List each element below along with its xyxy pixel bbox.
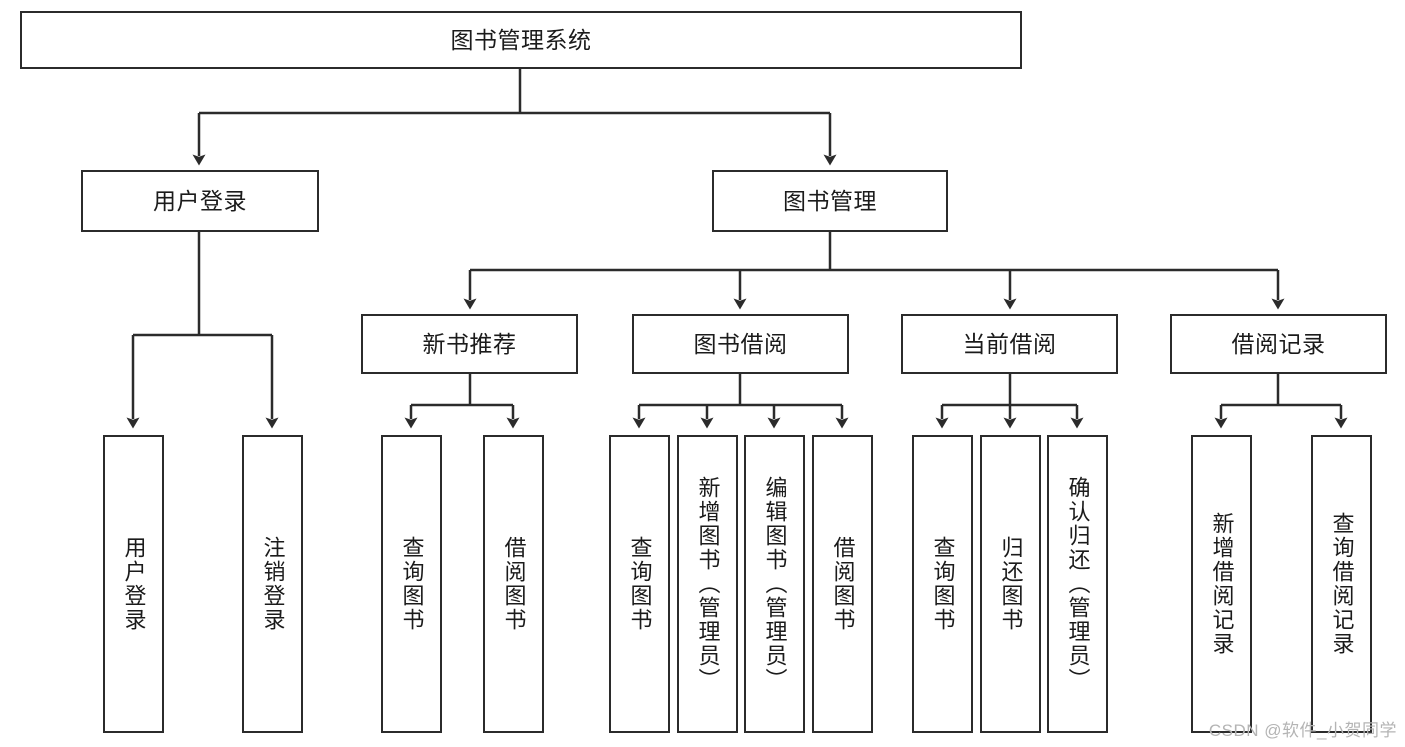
- node-label: 编辑图书（管理员）: [762, 476, 788, 692]
- node-label: 查询图书: [930, 536, 956, 632]
- node-book-management[interactable]: 图书管理: [712, 170, 948, 232]
- node-root-system[interactable]: 图书管理系统: [20, 11, 1022, 69]
- node-label: 图书管理系统: [450, 26, 592, 53]
- watermark: CSDN @软件_小贺同学: [1208, 721, 1397, 740]
- leaf-current-query-book[interactable]: 查询图书: [912, 435, 973, 733]
- node-user-login[interactable]: 用户登录: [81, 170, 319, 232]
- leaf-new-book-query[interactable]: 查询图书: [381, 435, 442, 733]
- node-label: 查询借阅记录: [1329, 512, 1355, 656]
- node-label: 注销登录: [260, 536, 286, 632]
- leaf-record-add-record[interactable]: 新增借阅记录: [1191, 435, 1252, 733]
- leaf-borrow-query-book[interactable]: 查询图书: [609, 435, 670, 733]
- node-label: 用户登录: [121, 536, 147, 632]
- node-label: 图书管理: [783, 187, 877, 214]
- node-label: 查询图书: [627, 536, 653, 632]
- node-book-borrow[interactable]: 图书借阅: [632, 314, 849, 374]
- node-label: 借阅图书: [501, 536, 527, 632]
- leaf-user-login-login[interactable]: 用户登录: [103, 435, 164, 733]
- leaf-borrow-add-book-admin[interactable]: 新增图书（管理员）: [677, 435, 738, 733]
- node-label: 归还图书: [998, 536, 1024, 632]
- node-current-borrow[interactable]: 当前借阅: [901, 314, 1118, 374]
- leaf-current-return-book[interactable]: 归还图书: [980, 435, 1041, 733]
- leaf-record-query-record[interactable]: 查询借阅记录: [1311, 435, 1372, 733]
- node-label: 用户登录: [153, 187, 247, 214]
- node-label: 当前借阅: [962, 330, 1057, 357]
- node-label: 新增图书（管理员）: [695, 476, 721, 692]
- leaf-user-login-logout[interactable]: 注销登录: [242, 435, 303, 733]
- node-label: 图书借阅: [693, 330, 788, 357]
- node-borrow-record[interactable]: 借阅记录: [1170, 314, 1387, 374]
- node-label: 查询图书: [399, 536, 425, 632]
- node-new-book-recommend[interactable]: 新书推荐: [361, 314, 578, 374]
- node-label: 新书推荐: [422, 330, 517, 357]
- leaf-borrow-borrow-book[interactable]: 借阅图书: [812, 435, 873, 733]
- node-label: 借阅记录: [1231, 330, 1326, 357]
- node-label: 确认归还（管理员）: [1065, 476, 1091, 692]
- node-label: 借阅图书: [830, 536, 856, 632]
- node-label: 新增借阅记录: [1209, 512, 1235, 656]
- leaf-current-confirm-return-admin[interactable]: 确认归还（管理员）: [1047, 435, 1108, 733]
- leaf-new-book-borrow[interactable]: 借阅图书: [483, 435, 544, 733]
- leaf-borrow-edit-book-admin[interactable]: 编辑图书（管理员）: [744, 435, 805, 733]
